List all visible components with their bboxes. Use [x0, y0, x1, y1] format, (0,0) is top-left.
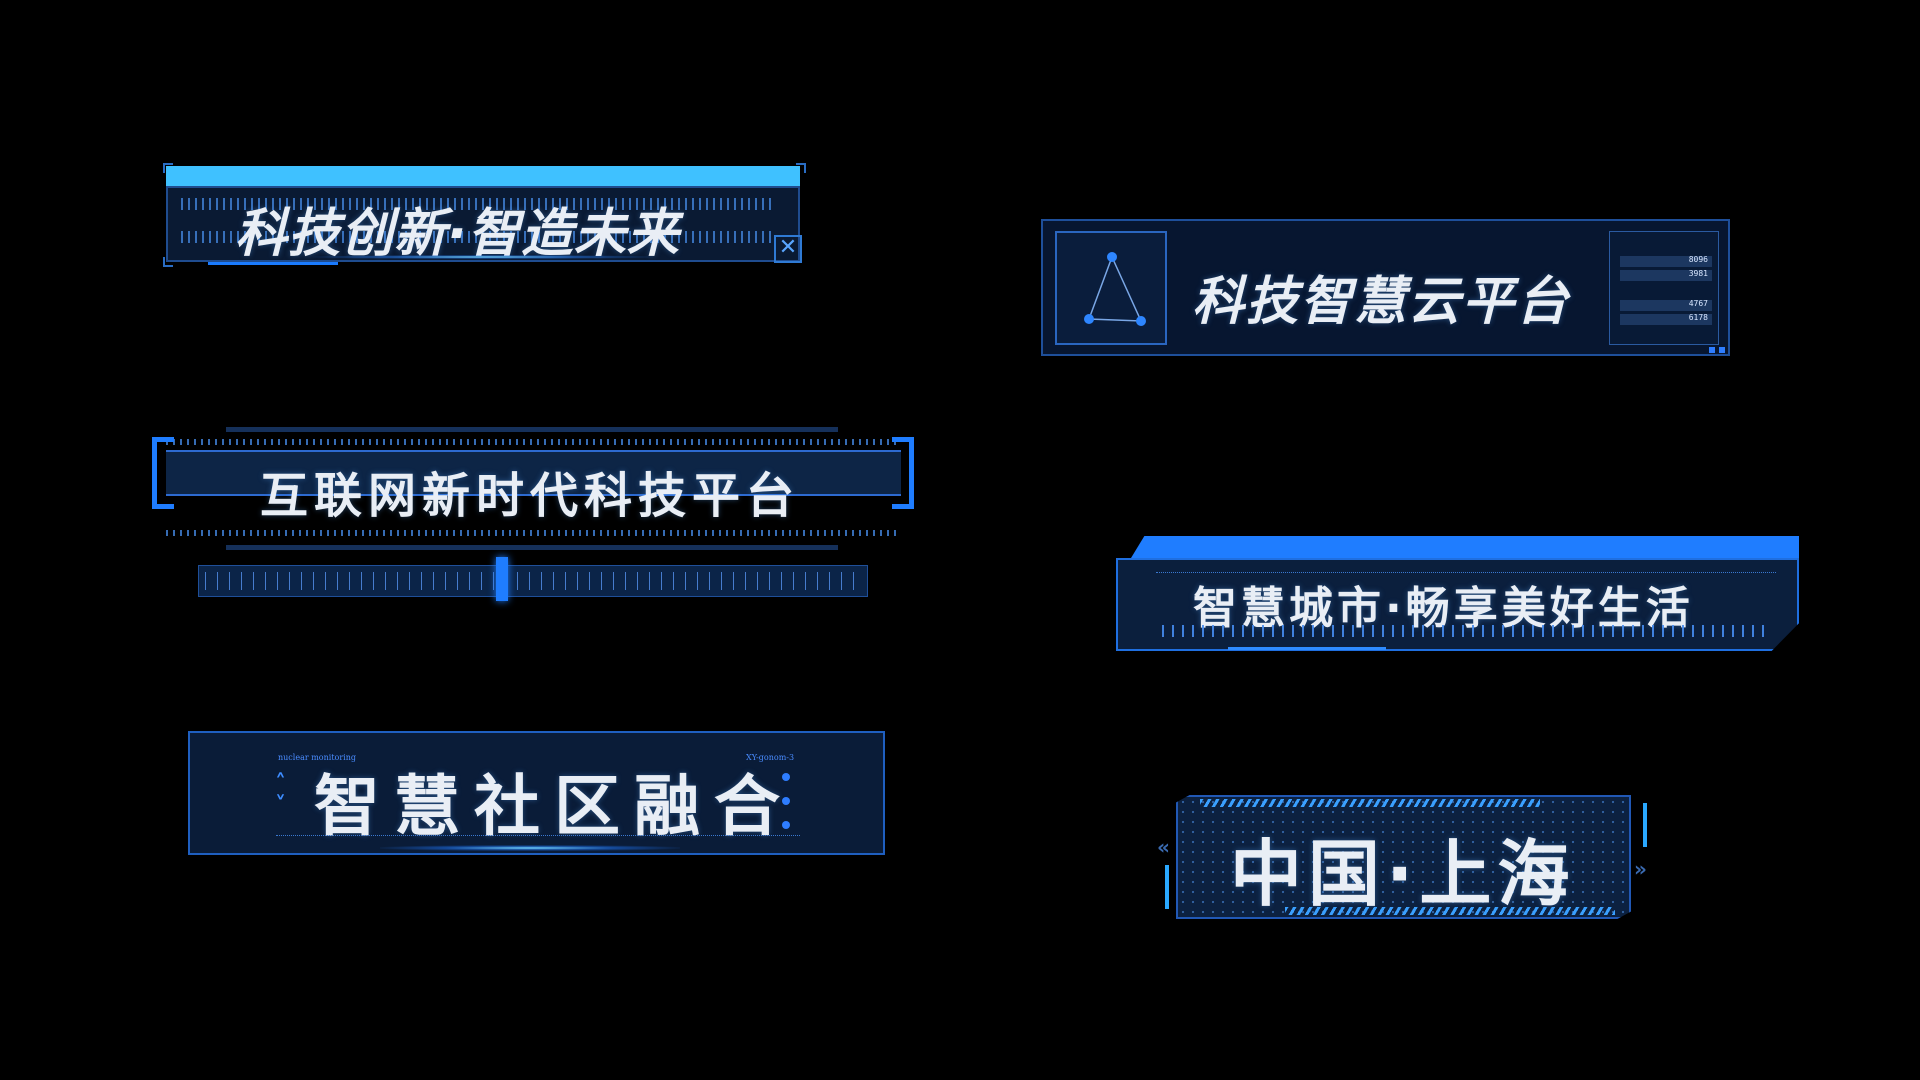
decor-square	[1719, 347, 1725, 353]
glow-line	[380, 845, 680, 851]
stat-value: 4767	[1688, 299, 1708, 308]
decor-hatch	[1200, 799, 1540, 807]
slider-ticks	[205, 572, 861, 590]
banner-title: 中国·上海	[1230, 832, 1576, 916]
caption-right: XY-gonom-3	[746, 753, 795, 762]
stat-row: 3981	[1620, 269, 1712, 281]
bracket-left	[152, 437, 174, 509]
corner-mark	[796, 163, 806, 173]
banner-title: 互联网新时代科技平台	[260, 468, 801, 524]
decor-ticks	[1162, 625, 1772, 637]
decor-square	[1709, 347, 1715, 353]
stats-card: 8096 3981 4767 6178	[1609, 231, 1719, 345]
banner-body	[1176, 795, 1631, 919]
chevron-up-icon[interactable]: ˄	[275, 771, 286, 796]
stat-row: 8096	[1620, 255, 1712, 267]
accent-underline	[208, 262, 338, 265]
stat-value: 8096	[1688, 255, 1708, 264]
title-banner-3: 互联网新时代科技平台	[150, 425, 920, 601]
stat-value: 3981	[1688, 269, 1708, 278]
triangle-network-icon	[1055, 231, 1167, 345]
accent-underline	[1228, 647, 1386, 650]
corner-mark	[163, 163, 173, 173]
stat-value: 6178	[1688, 313, 1708, 322]
corner-mark	[163, 257, 173, 267]
stat-row: 4767	[1620, 299, 1712, 311]
caption-left: nuclear monitoring	[278, 753, 357, 762]
bracket-right	[892, 437, 914, 509]
decor-bar	[1643, 803, 1647, 847]
title-banner-4: 智慧城市·畅享美好生活	[1116, 536, 1801, 653]
banner-top-bar	[166, 166, 800, 186]
decor-stripe	[166, 530, 901, 536]
title-banner-5: nuclear monitoring XY-gonom-3 ˄ ˅ 智慧社区融合	[188, 731, 885, 855]
title-banner-2: 科技智慧云平台 8096 3981 4767 6178	[1041, 219, 1730, 356]
banner-bar	[166, 450, 901, 496]
double-chevron-right-icon[interactable]: »	[1634, 857, 1647, 881]
stat-row: 6178	[1620, 313, 1712, 325]
chevron-down-icon[interactable]: ˅	[275, 793, 286, 818]
decor-dots	[276, 835, 800, 837]
slider-knob[interactable]	[496, 557, 508, 601]
decor-dot	[782, 797, 790, 805]
close-icon[interactable]: ✕	[774, 235, 802, 263]
title-banner-6: 中国·上海 « »	[1155, 791, 1655, 927]
banner-title: 智慧社区融合	[314, 768, 794, 845]
banner-title: 科技创新·智造未来	[235, 204, 680, 264]
decor-line	[226, 545, 838, 550]
decor-line	[226, 427, 838, 432]
title-banner-1: 科技创新·智造未来 ✕	[163, 163, 806, 267]
decor-dot	[782, 773, 790, 781]
decor-hatch	[1285, 907, 1615, 915]
decor-dot	[782, 821, 790, 829]
banner-top-bar	[1131, 536, 1799, 558]
double-chevron-left-icon[interactable]: «	[1157, 835, 1170, 859]
decor-stripe	[181, 231, 771, 243]
decor-stripe	[181, 198, 771, 210]
decor-bar	[1165, 865, 1169, 909]
glow-line	[313, 255, 653, 259]
decor-stripe	[166, 439, 901, 445]
progress-slider[interactable]	[198, 565, 868, 597]
banner-title: 科技智慧云平台	[1192, 272, 1571, 332]
decor-dots	[1156, 572, 1776, 574]
